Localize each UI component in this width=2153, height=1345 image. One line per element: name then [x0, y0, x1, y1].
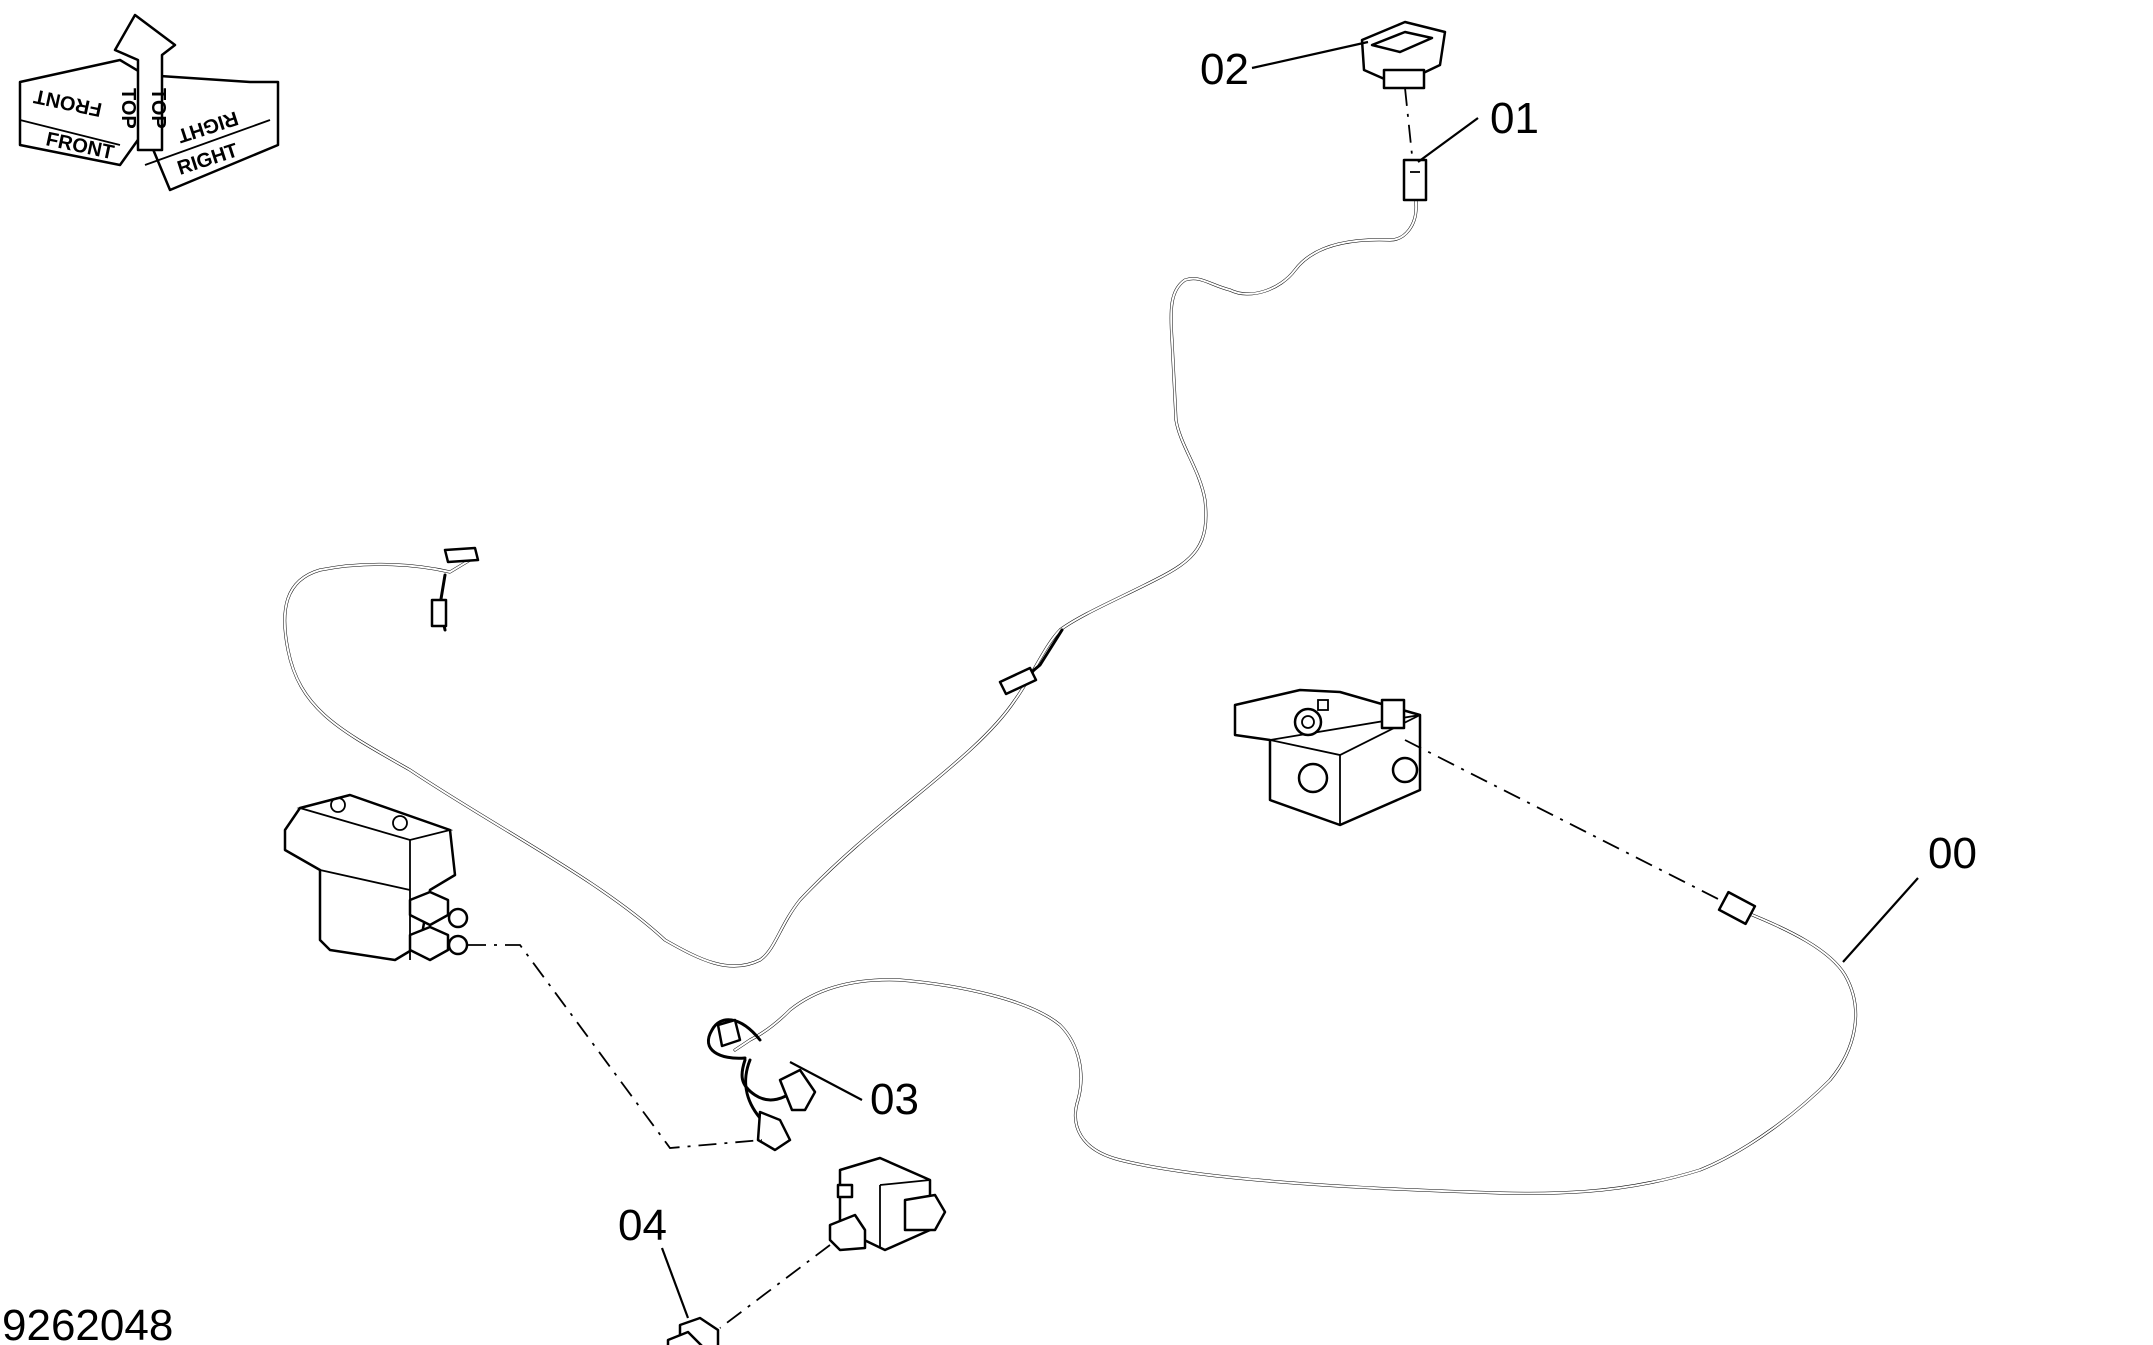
drawing-number: 9262048 [2, 1301, 173, 1345]
callout-04: 04 [618, 1201, 667, 1250]
valve-block [1233, 688, 1721, 901]
callout-leaders [660, 40, 1919, 1319]
pressure-switch-valve [719, 1156, 947, 1329]
pipe-fitting [666, 1316, 720, 1345]
control-valve [283, 793, 763, 1149]
top-label-mirror: TOP [147, 88, 169, 129]
harness-end-fitting [1717, 890, 1757, 926]
callout-00: 00 [1928, 829, 1977, 878]
harness-connector [1402, 158, 1428, 202]
callout-03: 03 [870, 1075, 919, 1124]
orientation-indicator: FRONT FRONT TOP TOP RIGHT RIGHT [18, 13, 280, 192]
callout-02: 02 [1200, 45, 1249, 94]
upper-wire-harness [283, 158, 1428, 968]
callout-01: 01 [1490, 94, 1539, 143]
top-label: TOP [117, 88, 139, 129]
rocker-switch [1360, 20, 1447, 156]
lower-wire-harness [706, 890, 1858, 1195]
